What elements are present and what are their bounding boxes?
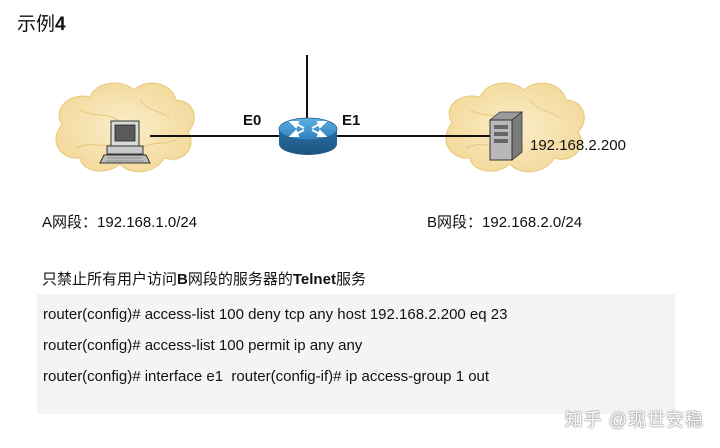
router-icon — [279, 118, 337, 155]
command-line-1: router(config)# access-list 100 deny tcp… — [43, 306, 507, 323]
description-text: 只禁止所有用户访问B网段的服务器的Telnet服务 — [42, 268, 366, 289]
command-line-3: router(config)# interface e1 router(conf… — [43, 368, 489, 385]
description-emphasis: B — [177, 271, 188, 288]
description-part: 服务 — [336, 271, 366, 288]
description-emphasis: Telnet — [293, 271, 336, 288]
server-icon — [490, 112, 522, 160]
watermark: 知乎 @现世安稳 — [565, 406, 704, 432]
description-part: 网段的服务器的 — [188, 271, 293, 288]
command-line-2: router(config)# access-list 100 permit i… — [43, 337, 362, 354]
network-b-label: B网段：192.168.2.0/24 — [427, 211, 582, 232]
server-ip-label: 192.168.2.200 — [530, 137, 626, 154]
port-label-e1: E1 — [342, 112, 360, 129]
description-part: 只禁止所有用户访问 — [42, 271, 177, 288]
network-a-label: A网段：192.168.1.0/24 — [42, 211, 197, 232]
command-block: router(config)# access-list 100 deny tcp… — [37, 294, 675, 414]
port-label-e0: E0 — [243, 112, 261, 129]
